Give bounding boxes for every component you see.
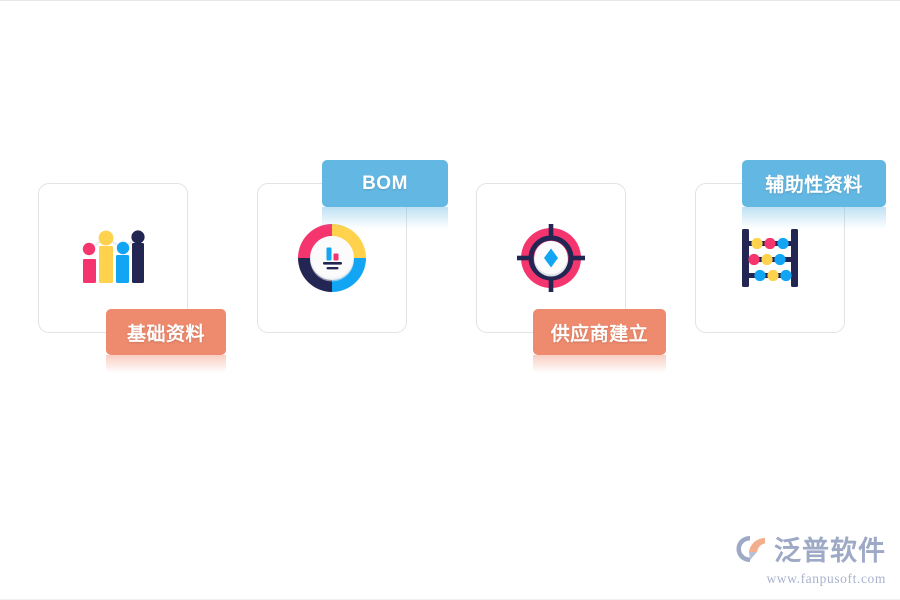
card-supplier-setup[interactable] [476,183,626,333]
card-auxiliary-data[interactable] [695,183,845,333]
abacus-icon [696,184,844,332]
bar-chart-icon [39,184,187,332]
badge-auxiliary-data[interactable]: 辅助性资料 [742,160,886,207]
card-bom[interactable] [257,183,407,333]
watermark-brand: 泛普软件 [774,536,886,567]
badge-reflection [106,355,226,373]
badge-reflection [533,355,666,373]
donut-chart-icon [258,184,406,332]
watermark: 泛普软件 www.fanpusoft.com [735,534,886,587]
target-compass-icon [477,184,625,332]
watermark-url: www.fanpusoft.com [766,571,886,586]
card-basic-data[interactable] [38,183,188,333]
badge-basic-data[interactable]: 基础资料 [106,309,226,355]
fanpu-logo-icon [735,534,769,569]
badge-supplier-setup[interactable]: 供应商建立 [533,309,666,355]
badge-bom[interactable]: BOM [322,160,448,207]
